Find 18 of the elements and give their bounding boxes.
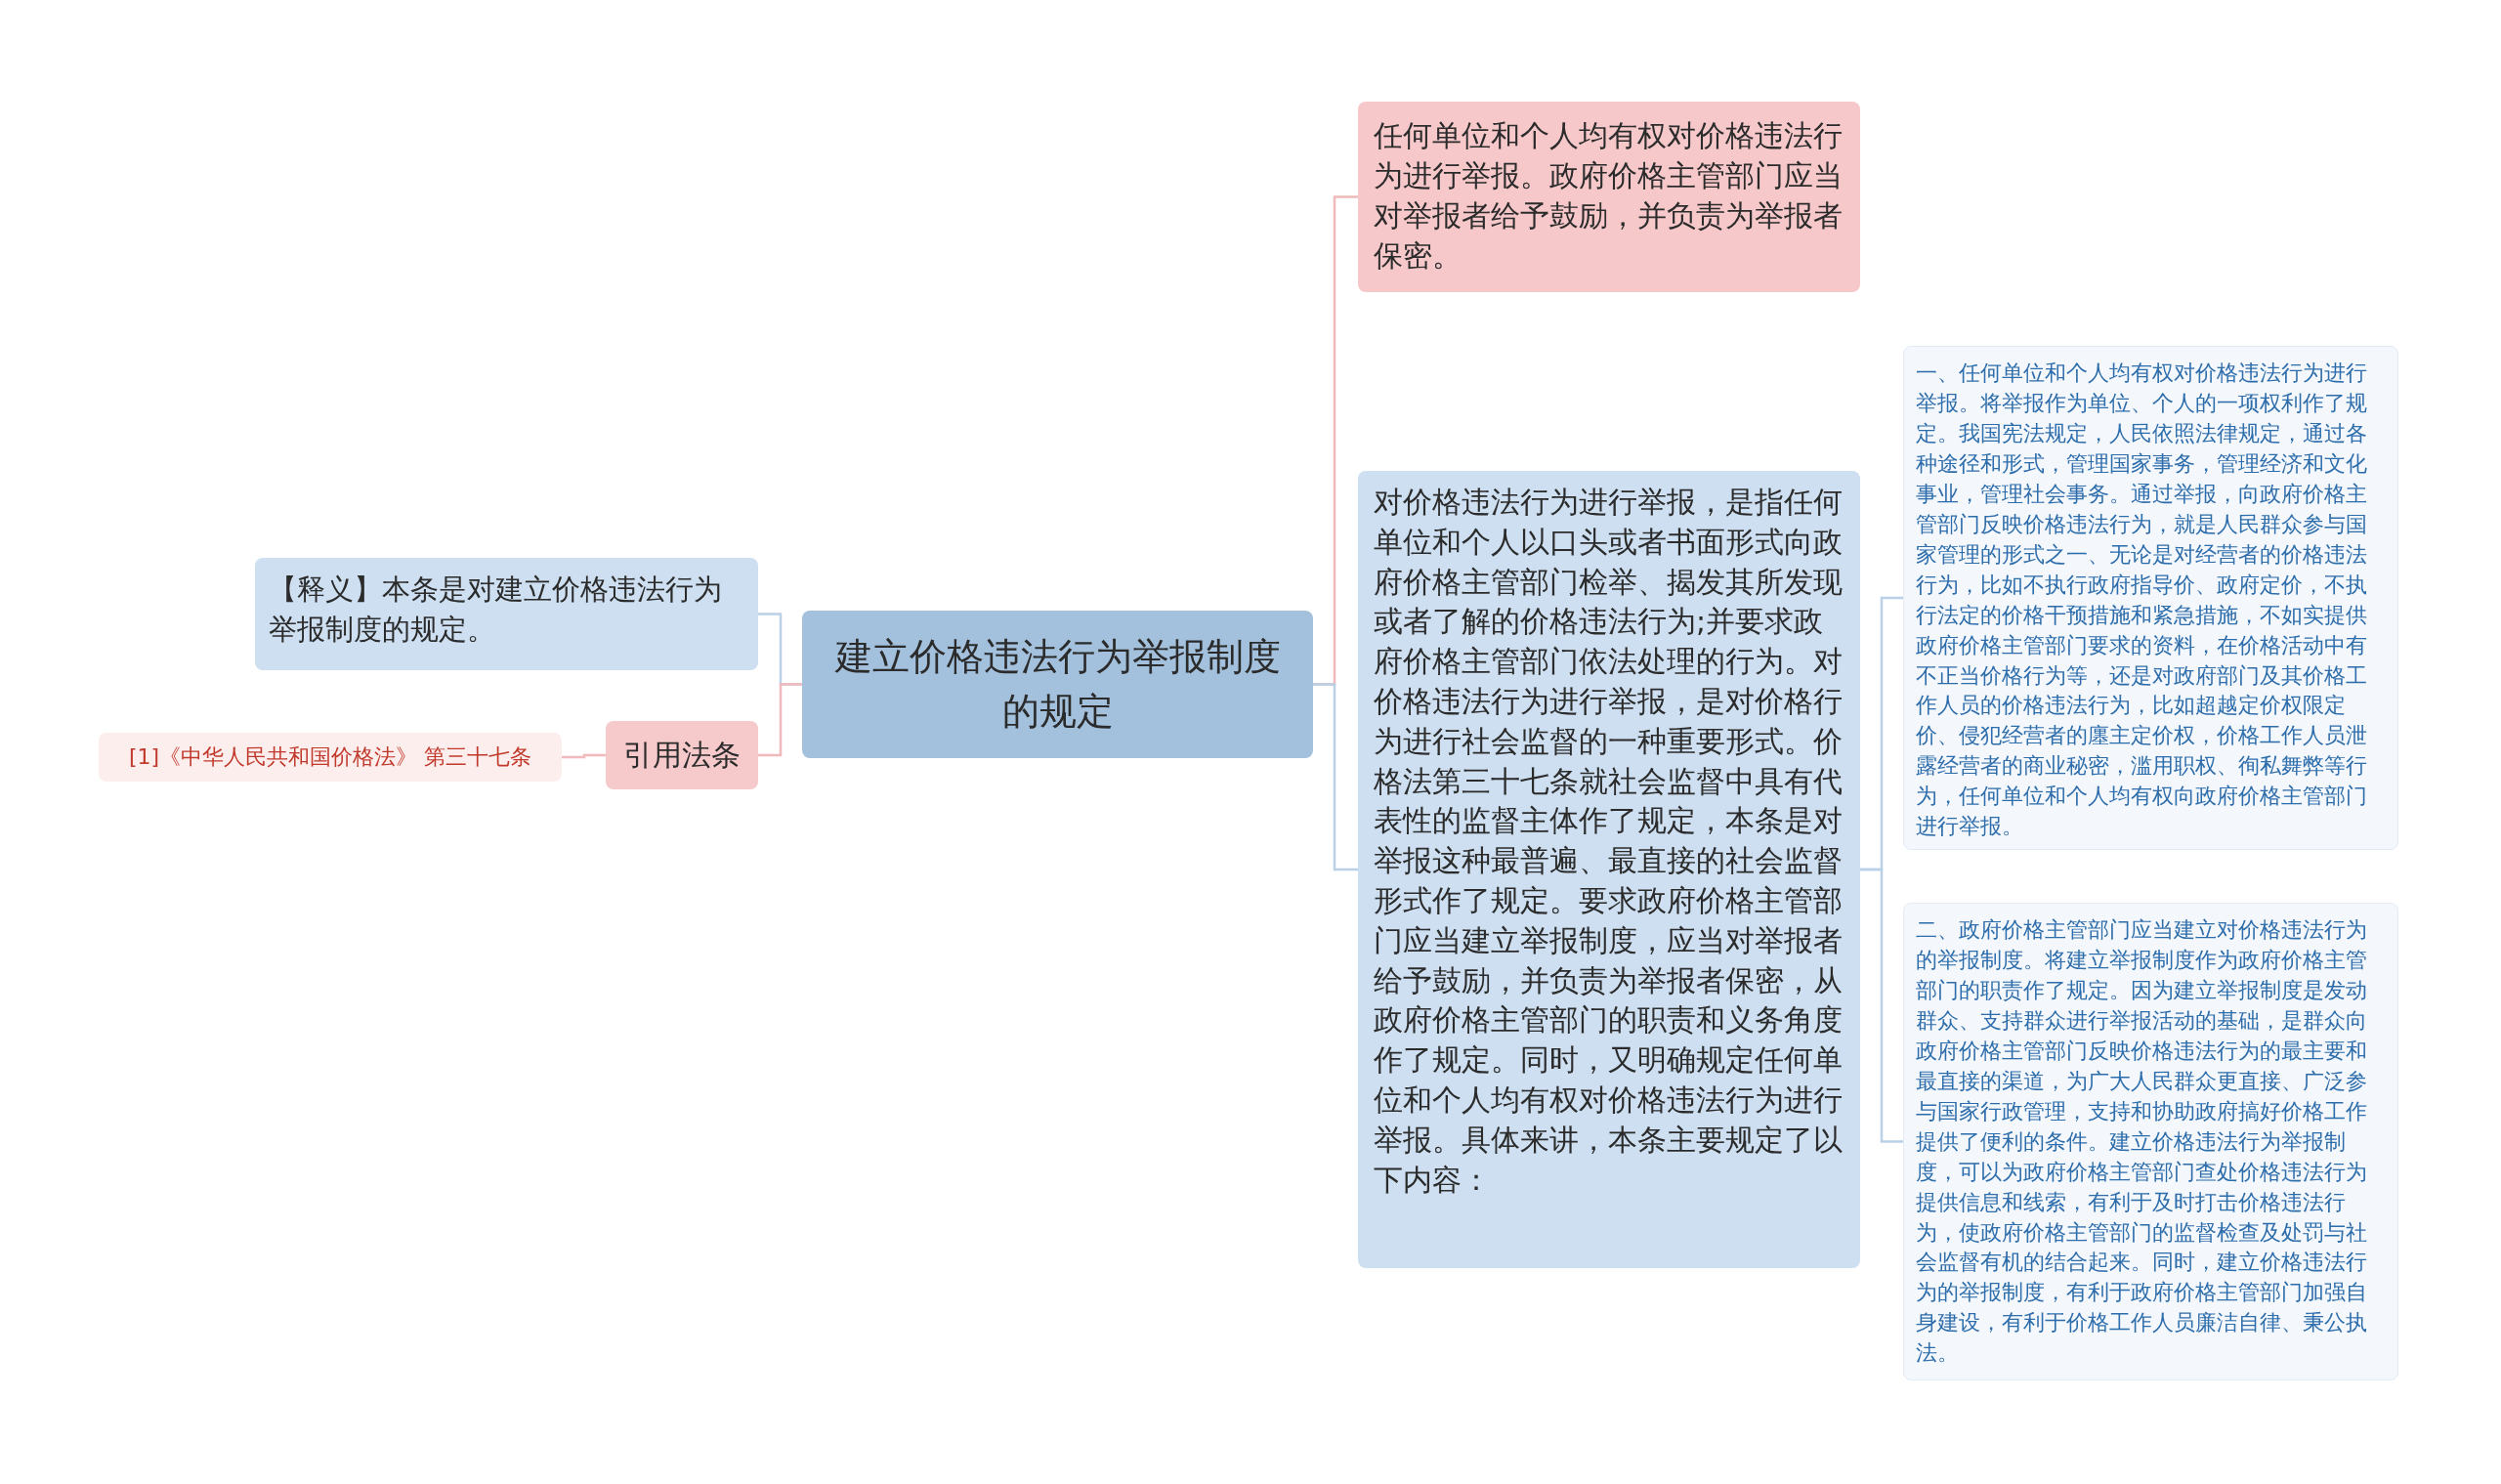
- topic-text: 任何单位和个人均有权对价格违法行为进行举报。政府价格主管部门应当对举报者给予鼓励，并负责为举报者保密。: [1374, 117, 1844, 276]
- note-text: 二、政府价格主管部门应当建立对价格违法行为的举报制度。将建立举报制度作为政府价格主管部门的职责作了规定。因为建立举报制度是发动群众、支持群众进行举报活动的基础，是群众向政府价格主管部门反映价格违法行为的最主要和最直接的渠道，为广大人民群众更直接、广泛参与国家行政管理，支持和协助政府搞好价格工作提供了便利的条件。建立价格违法行为举报制度，可以为政府价格主管部门查处价格违法行为提供信息和线索，有利于及时打击价格违法行为，使政府价格主管部门的监督检查及处罚与社会监督有机的结合起来。同时，建立价格违法行为的举报制度，有利于政府价格主管部门加强自身建设，有利于价格工作人员廉洁自律、秉公执法。: [1916, 916, 2368, 1368]
- topic-card: [1358, 471, 1860, 1268]
- central-topic: [802, 611, 1313, 758]
- topic-card: [606, 721, 758, 789]
- topic-card: [1358, 102, 1860, 292]
- topic-text: 对价格违法行为进行举报，是指任何单位和个人以口头或者书面形式向政府价格主管部门检举、揭发其所发现或者了解的价格违法行为;并要求政府价格主管部门依法处理的行为。对价格违法行为进行举报，是对价格行为进行社会监督的一种重要形式。价格法第三十七条就社会监督中具有代表性的监督主体作了规定，本条是对举报这种最普遍、最直接的社会监督形式作了规定。要求政府价格主管部门应当建立举报制度，应当对举报者给予鼓励，并负责为举报者保密，从政府价格主管部门的职责和义务角度作了规定。同时，又明确规定任何单位和个人均有权对价格违法行为进行举报。具体来讲，本条主要规定了以下内容：: [1374, 484, 1844, 1199]
- topic-text: 引用法条: [622, 738, 742, 773]
- topic-text: 建立价格违法行为举报制度的规定: [833, 634, 1282, 735]
- connector-line: [758, 683, 802, 757]
- topic-card: [255, 558, 758, 670]
- citation-text: [1]《中华人民共和国价格法》 第三十七条: [127, 743, 533, 771]
- connector-line: [562, 753, 606, 759]
- connector-line: [1860, 868, 1903, 1143]
- topic-text: 【释义】本条是对建立价格违法行为举报制度的规定。: [269, 572, 723, 648]
- citation-card: [99, 733, 562, 782]
- note-text: 一、任何单位和个人均有权对价格违法行为进行举报。将举报作为单位、个人的一项权利作了规定。我国宪法规定，人民依照法律规定，通过各种途径和形式，管理国家事务，管理经济和文化事业，管理社会事务。通过举报，向政府价格主管部门反映价格违法行为，就是人民群众参与国家管理的形式之一、无论是对经营者的价格违法行为，比如不执行政府指导价、政府定价，不执行法定的价格干预措施和紧急措施，不如实提供政府价格主管部门要求的资料，在价格活动中有不正当价格行为等，还是对政府部门及其价格工作人员的价格违法行为，比如超越定价权限定价、侵犯经营者的廛主定价权，价格工作人员泄露经营者的商业秘密，滥用职权、徇私舞弊等行为，任何单位和个人均有权向政府价格主管部门进行举报。: [1916, 360, 2368, 841]
- connector-line: [1313, 683, 1358, 871]
